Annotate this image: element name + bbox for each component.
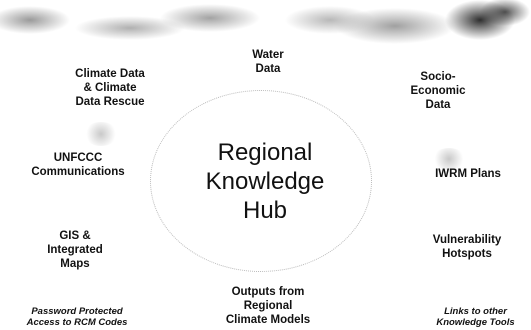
unfccc-icon (84, 122, 118, 146)
iwrm-icon (432, 148, 466, 170)
hub-circle (150, 90, 372, 272)
node-outputs-rcm: Outputs from Regional Climate Models (225, 286, 311, 326)
node-gis-integrated-maps: GIS & Integrated Maps (47, 230, 103, 270)
hub-title: Regional Knowledge Hub (205, 139, 325, 224)
node-iwrm-plans: IWRM Plans (435, 168, 501, 180)
node-socio-economic-data: Socio- Economic Data (410, 71, 466, 111)
node-unfccc-communications: UNFCCC Communications (31, 152, 125, 178)
banner-photo-strip (0, 0, 531, 46)
node-climate-data-rescue: Climate Data & Climate Data Rescue (75, 68, 145, 108)
node-vulnerability-hotspots: Vulnerability Hotspots (432, 234, 502, 260)
node-water-data: Water Data (252, 49, 284, 75)
node-links-knowledge-tools: Links to other Knowledge Tools (436, 306, 515, 328)
node-password-access: Password Protected Access to RCM Codes (26, 306, 128, 328)
